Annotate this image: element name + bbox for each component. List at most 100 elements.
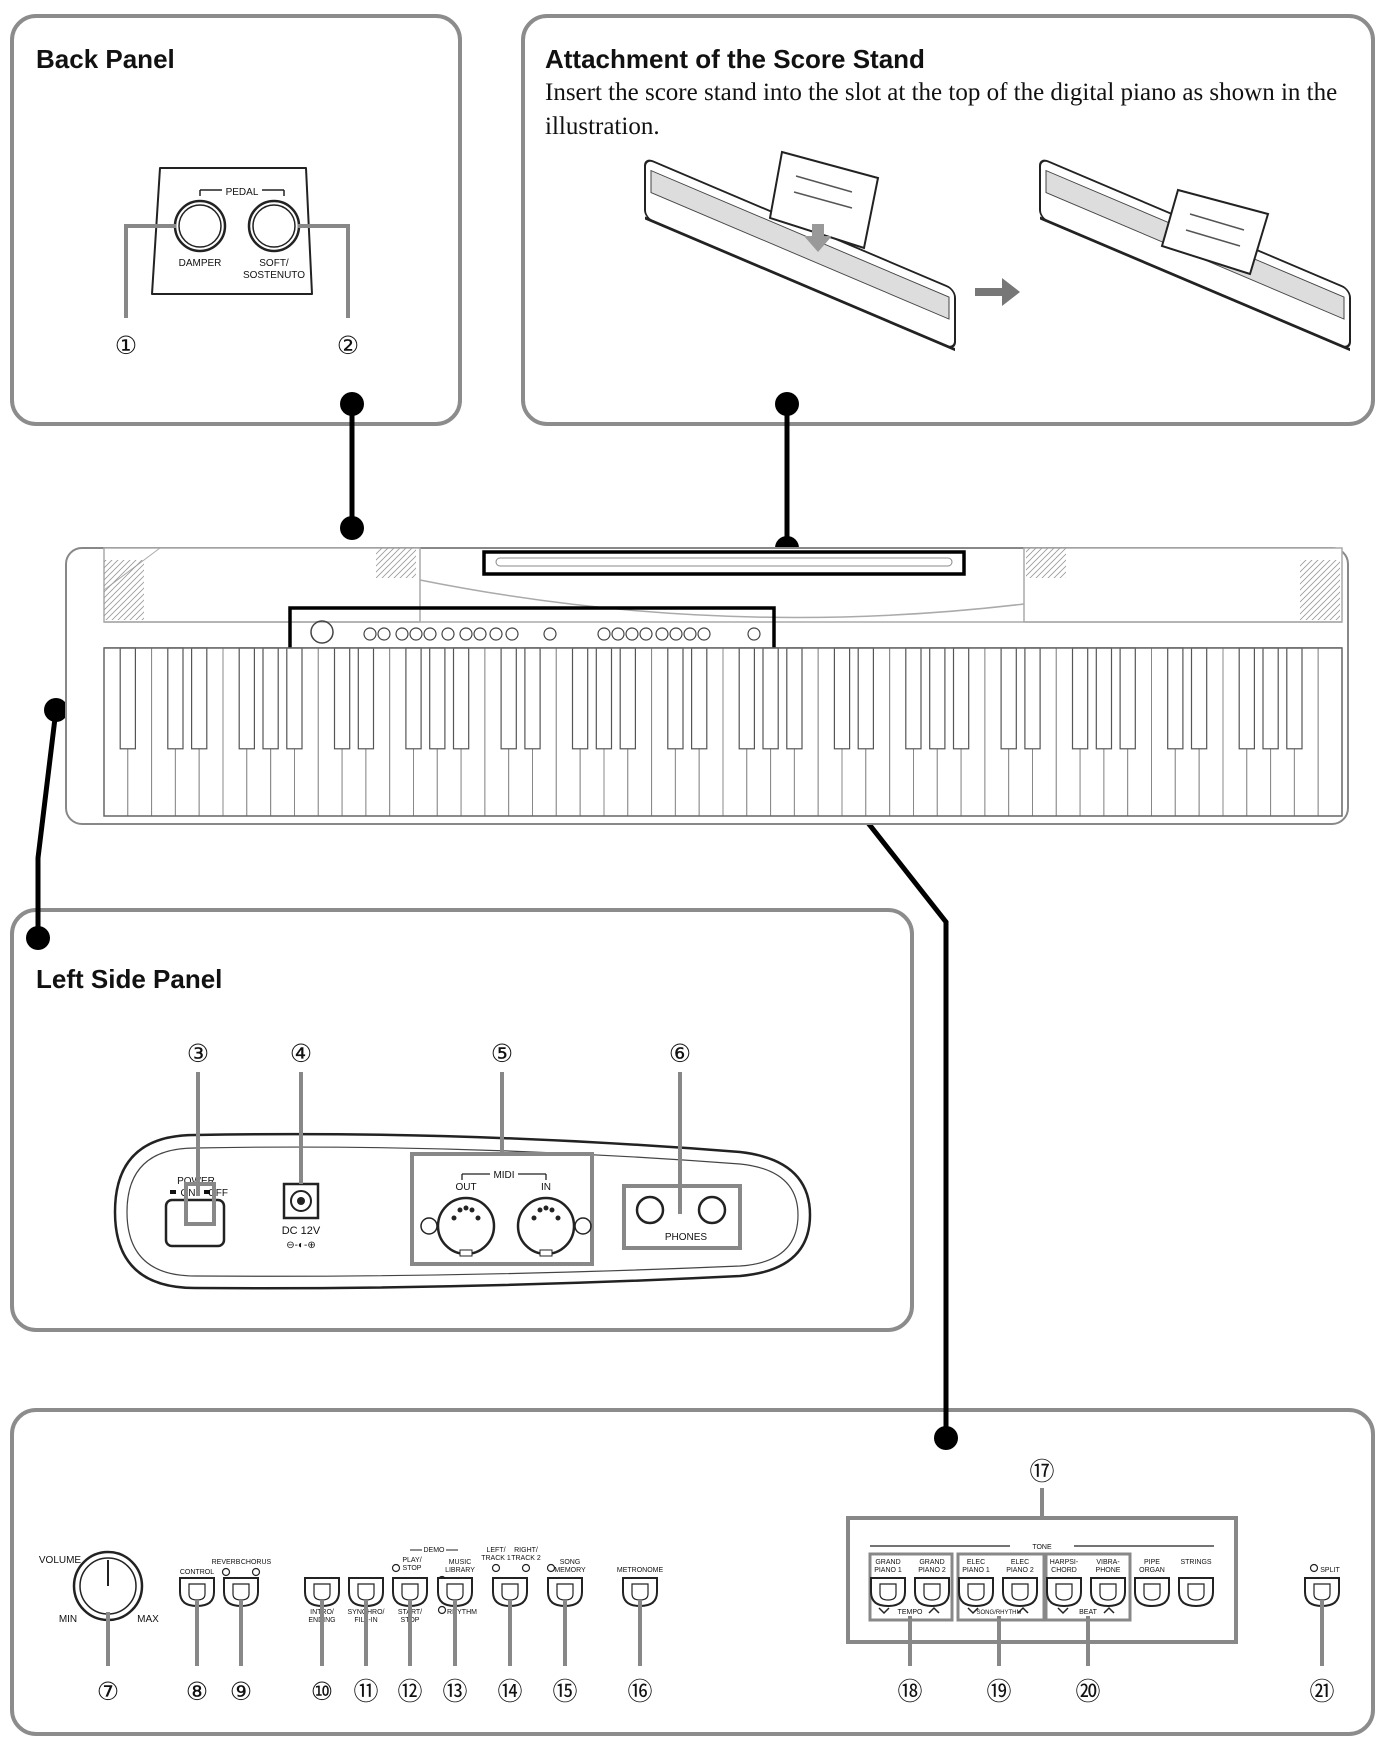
phones-jack-2[interactable] bbox=[697, 1195, 727, 1225]
pedal-label: PEDAL bbox=[226, 187, 259, 198]
midi-label: MIDI bbox=[493, 1170, 514, 1181]
callout-11: ⑪ bbox=[353, 1678, 378, 1706]
mini-button bbox=[683, 627, 697, 641]
black-key[interactable] bbox=[191, 647, 208, 750]
black-key[interactable] bbox=[262, 647, 279, 750]
callout-9: ⑨ bbox=[230, 1678, 252, 1706]
black-key[interactable] bbox=[1167, 647, 1184, 750]
mini-button-row bbox=[363, 627, 761, 641]
damper-jack[interactable] bbox=[173, 199, 227, 253]
black-key[interactable] bbox=[119, 647, 136, 750]
tone-name-line2: PHONE bbox=[1096, 1567, 1121, 1574]
music-label-2: LIBRARY bbox=[445, 1567, 475, 1574]
callout-1: ① bbox=[115, 332, 137, 360]
left-track-label-1: LEFT/ bbox=[486, 1547, 505, 1554]
black-key[interactable] bbox=[238, 647, 255, 750]
control-panel-box bbox=[10, 1408, 1375, 1736]
tone-name-line1: GRAND bbox=[875, 1559, 900, 1566]
black-key[interactable] bbox=[1071, 647, 1089, 750]
rhythm-label: RHYTHM bbox=[447, 1609, 477, 1616]
callout-2: ② bbox=[337, 332, 359, 360]
back-panel-box: Back Panel bbox=[10, 14, 462, 426]
black-key[interactable] bbox=[357, 647, 375, 750]
demo-label: DEMO bbox=[424, 1547, 446, 1554]
piano-before-icon bbox=[644, 159, 956, 352]
black-key[interactable] bbox=[1190, 647, 1208, 750]
callout-6: ⑥ bbox=[669, 1040, 691, 1068]
tone-name-line2: PIANO 1 bbox=[874, 1567, 902, 1574]
tone-grand-piano-2-button[interactable] bbox=[914, 1577, 950, 1608]
black-key[interactable] bbox=[690, 647, 708, 750]
mini-button bbox=[441, 627, 455, 641]
black-key[interactable] bbox=[1000, 647, 1017, 750]
black-key[interactable] bbox=[333, 647, 351, 750]
mini-button bbox=[625, 627, 639, 641]
black-key[interactable] bbox=[1119, 647, 1136, 750]
volume-min-label: MIN bbox=[59, 1614, 77, 1625]
phones-label: PHONES bbox=[665, 1232, 708, 1243]
black-key[interactable] bbox=[857, 647, 875, 750]
midi-out-label: OUT bbox=[455, 1182, 476, 1193]
tone-harpsichord-button[interactable] bbox=[1046, 1577, 1082, 1608]
back-panel-callouts: ① ② bbox=[115, 224, 359, 360]
right-track-label-2: TRACK 2 bbox=[511, 1555, 541, 1562]
callout-19: ⑲ bbox=[986, 1678, 1011, 1706]
mini-button bbox=[395, 627, 409, 641]
black-key[interactable] bbox=[1238, 647, 1255, 750]
tone-grand-piano-1-button[interactable] bbox=[870, 1577, 906, 1608]
black-key[interactable] bbox=[762, 647, 779, 750]
black-key[interactable] bbox=[595, 647, 613, 750]
damper-label: DAMPER bbox=[179, 258, 222, 269]
soft-sostenuto-jack[interactable] bbox=[247, 199, 301, 253]
black-key[interactable] bbox=[667, 647, 684, 750]
black-key[interactable] bbox=[738, 647, 756, 750]
black-key[interactable] bbox=[1095, 647, 1113, 750]
black-key[interactable] bbox=[619, 647, 637, 750]
dc-polarity-icon: ⊖-◐-⊕ bbox=[286, 1240, 315, 1251]
tone-vibraphone-button[interactable] bbox=[1090, 1577, 1126, 1608]
soft-label-2: SOSTENUTO bbox=[243, 270, 305, 281]
tone-name-line1: ELEC bbox=[967, 1559, 985, 1566]
black-key[interactable] bbox=[1024, 647, 1041, 750]
black-key[interactable] bbox=[571, 647, 589, 750]
tone-elec-piano-1-button[interactable] bbox=[958, 1577, 994, 1608]
tone-elec-piano-2-button[interactable] bbox=[1002, 1577, 1038, 1608]
play-label-1: PLAY/ bbox=[402, 1557, 421, 1564]
tone-name-line2: PIANO 1 bbox=[962, 1567, 990, 1574]
tone-strings-button[interactable] bbox=[1178, 1577, 1214, 1608]
black-key[interactable] bbox=[929, 647, 946, 750]
callout-3: ③ bbox=[187, 1040, 209, 1068]
piano-front-view bbox=[65, 547, 1349, 825]
mini-button bbox=[459, 627, 473, 641]
tone-pipe-organ-button[interactable] bbox=[1134, 1577, 1170, 1608]
mini-button bbox=[747, 627, 761, 641]
black-key[interactable] bbox=[905, 647, 922, 750]
score-stand-description: Insert the score stand into the slot at … bbox=[545, 79, 1338, 140]
callout-18: ⑱ bbox=[897, 1678, 922, 1706]
tone-name-line1: HARPSI- bbox=[1050, 1559, 1079, 1566]
black-key[interactable] bbox=[452, 647, 470, 750]
black-key[interactable] bbox=[429, 647, 446, 750]
black-key[interactable] bbox=[952, 647, 970, 750]
white-key[interactable] bbox=[1317, 647, 1343, 817]
black-key[interactable] bbox=[1286, 647, 1303, 750]
chorus-label: CHORUS bbox=[241, 1559, 272, 1566]
black-key[interactable] bbox=[524, 647, 541, 750]
left-right-track-button[interactable] bbox=[492, 1577, 528, 1608]
callout-14: ⑭ bbox=[497, 1678, 522, 1706]
black-key[interactable] bbox=[500, 647, 517, 750]
tone-label: TONE bbox=[1032, 1544, 1052, 1551]
black-key[interactable] bbox=[786, 647, 803, 750]
black-key[interactable] bbox=[286, 647, 303, 750]
black-key[interactable] bbox=[405, 647, 422, 750]
mini-button bbox=[423, 627, 437, 641]
black-key[interactable] bbox=[1262, 647, 1279, 750]
black-key[interactable] bbox=[167, 647, 184, 750]
callout-5: ⑤ bbox=[491, 1040, 513, 1068]
mini-button bbox=[377, 627, 391, 641]
left-side-panel-title: Left Side Panel bbox=[36, 964, 223, 994]
black-key[interactable] bbox=[833, 647, 851, 750]
phones-jack-1[interactable] bbox=[635, 1195, 665, 1225]
